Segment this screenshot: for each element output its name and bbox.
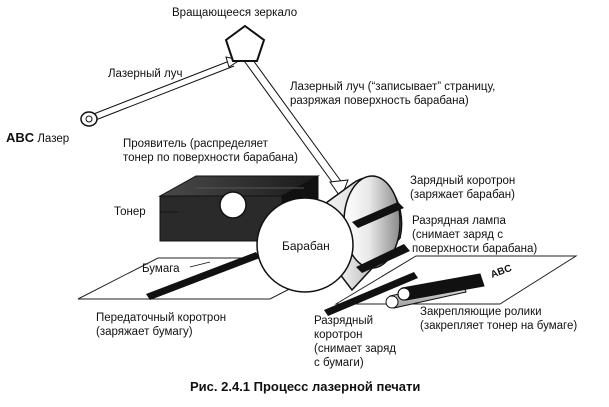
label-fuser-rollers: Закрепляющие ролики (закрепляет тонер на…	[420, 306, 578, 332]
label-laser-beam-write: Лазерный луч (“записывает” страницу, раз…	[290, 81, 496, 107]
label-paper: Бумага	[142, 263, 180, 275]
figure-caption: Рис. 2.4.1 Процесс лазерной печати	[190, 379, 421, 394]
laser-text: Лазер	[37, 133, 70, 145]
label-rotating-mirror: Вращающееся зеркало	[172, 7, 298, 19]
label-laser-beam: Лазерный луч	[108, 68, 183, 80]
label-drum: Барабан	[282, 239, 330, 253]
laser-beam-to-drum	[241, 55, 344, 187]
drum	[256, 175, 403, 293]
label-laser: ABC Лазер	[6, 130, 69, 145]
label-developer: Проявитель (распределяет тонер по поверх…	[123, 138, 298, 164]
discharge-lamp-bar	[356, 244, 410, 273]
label-transfer-corotron: Передаточный коротрон (заряжает бумагу)	[96, 312, 227, 338]
fuser-rollers	[385, 273, 485, 309]
discharge-corotron-bar	[324, 272, 418, 316]
transfer-corotron-bar	[146, 252, 260, 300]
label-discharge-corotron: Разрядный коротрон (снимает заряд с бума…	[314, 315, 397, 369]
label-charge-corotron: Зарядный коротрон (заряжает барабан)	[410, 175, 516, 201]
rotating-mirror	[224, 24, 266, 62]
developer-roller	[219, 191, 247, 219]
laser-brand: ABC	[6, 130, 35, 145]
label-toner: Тонер	[114, 206, 146, 218]
label-discharge-lamp: Разрядная лампа (снимает заряд с поверхн…	[412, 215, 538, 255]
callout-paper	[189, 261, 211, 268]
laser-beam-to-mirror	[90, 59, 235, 122]
charge-corotron-bar	[352, 202, 404, 228]
